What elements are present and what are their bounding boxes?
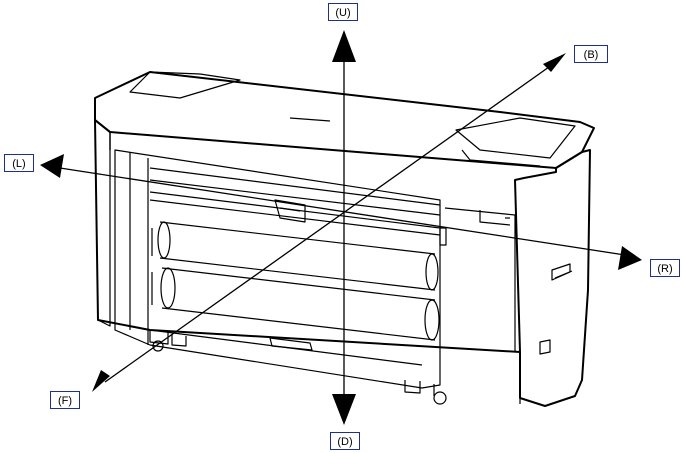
printer-body <box>94 119 591 407</box>
arrow-left-icon <box>40 154 64 178</box>
arrow-right-icon <box>618 246 642 270</box>
roll-paper-lower <box>161 267 436 301</box>
arrow-down-icon <box>332 394 356 425</box>
label-back: (B) <box>574 45 608 63</box>
label-front: (F) <box>50 391 80 409</box>
axis-line-back-front <box>104 61 557 383</box>
arrow-front-icon <box>92 370 110 392</box>
label-down: (D) <box>330 432 360 450</box>
roll-paper-upper <box>159 221 436 255</box>
label-left: (L) <box>4 154 34 172</box>
axis-line-left-right <box>59 167 626 256</box>
arrow-back-icon <box>543 53 566 72</box>
arrow-up-icon <box>332 30 356 62</box>
label-right: (R) <box>650 259 680 277</box>
label-up: (U) <box>328 3 358 21</box>
